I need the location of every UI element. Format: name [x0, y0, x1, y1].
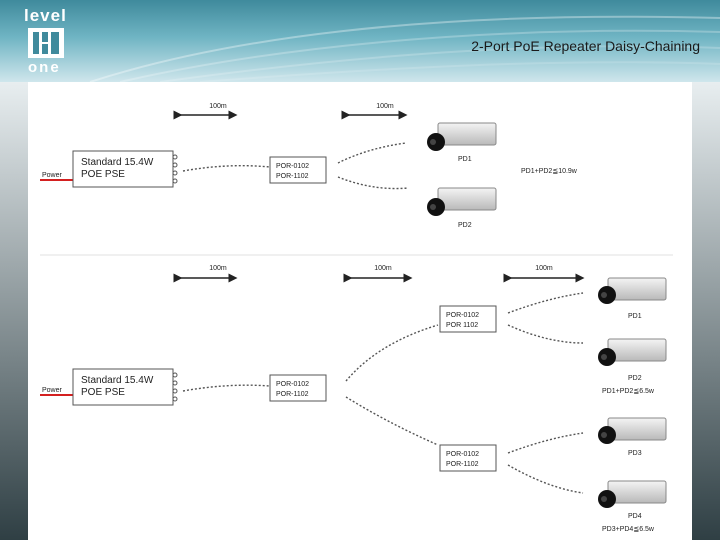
repeater-label-line1: POR-0102: [276, 163, 309, 170]
levelone-logo: [22, 8, 72, 74]
cable: [182, 164, 271, 172]
diagram-canvas: 100m 100m Power Standard 15.4W POE PSE P…: [28, 93, 683, 540]
right-side-band: [692, 82, 720, 540]
repeater-label-line1: POR-0102: [446, 451, 479, 458]
cable: [345, 396, 439, 446]
pse-label-line1: Standard 15.4W: [81, 375, 154, 386]
repeater-box: [269, 374, 327, 402]
cable: [507, 432, 584, 454]
repeater-label-line1: POR-0102: [446, 312, 479, 319]
cable: [507, 292, 584, 314]
poe-pse-box: [72, 150, 174, 188]
ip-camera-icon: [598, 338, 667, 366]
pd-label: PD4: [628, 513, 642, 520]
pd-label: PD3: [628, 450, 642, 457]
distance-label: 100m: [374, 265, 392, 272]
ip-camera-icon: [427, 122, 497, 151]
ip-camera-icon: [598, 277, 667, 304]
pse-label-line1: Standard 15.4W: [81, 157, 154, 168]
diagram-svg: 100m 100m Power Standard 15.4W POE PSE P…: [40, 103, 673, 533]
repeater-box: [269, 156, 327, 184]
diagram-2: 100m 100m 100m Power Standard 15.4W POE …: [40, 265, 667, 533]
cable: [345, 324, 439, 382]
cable: [337, 176, 409, 190]
ip-camera-icon: [598, 480, 667, 508]
pd-label: PD1: [458, 156, 472, 163]
header-waves: [89, 15, 720, 82]
repeater-label-line2: POR-1102: [276, 173, 309, 180]
logo-mark-icon: [28, 28, 64, 58]
repeater-label-line2: POR-1102: [276, 391, 309, 398]
pse-label-line2: POE PSE: [81, 387, 125, 398]
logo-text-one: one: [28, 59, 61, 76]
repeater-box: [439, 444, 497, 472]
poe-pse-box: [72, 368, 174, 406]
power-budget-label: PD1+PD2≦6.5w: [602, 388, 655, 395]
page-title: 2-Port PoE Repeater Daisy-Chaining: [471, 38, 700, 54]
logo-text-level: level: [24, 6, 67, 25]
power-label: Power: [42, 172, 63, 179]
pd-label: PD2: [628, 375, 642, 382]
header-bar: level one 2-Port PoE Repeater Daisy-Chai…: [0, 0, 720, 82]
repeater-label-line1: POR-0102: [276, 381, 309, 388]
power-budget-label: PD3+PD4≦6.5w: [602, 526, 655, 533]
left-side-band: [0, 82, 28, 540]
pd-label: PD1: [628, 313, 642, 320]
ip-camera-icon: [598, 417, 667, 444]
pd-label: PD2: [458, 222, 472, 229]
diagram-1: 100m 100m Power Standard 15.4W POE PSE P…: [40, 103, 578, 229]
power-label: Power: [42, 387, 63, 394]
repeater-label-line2: POR-1102: [446, 461, 479, 468]
cable: [337, 142, 407, 164]
distance-label: 100m: [376, 103, 394, 110]
cable: [507, 324, 584, 344]
distance-label: 100m: [209, 265, 227, 272]
power-budget-label: PD1+PD2≦10.9w: [521, 168, 578, 175]
cable: [507, 464, 584, 494]
ip-camera-icon: [427, 187, 497, 216]
distance-label: 100m: [209, 103, 227, 110]
distance-label: 100m: [535, 265, 553, 272]
cable: [182, 384, 271, 392]
repeater-box: [439, 305, 497, 333]
pse-label-line2: POE PSE: [81, 169, 125, 180]
repeater-label-line2: POR 1102: [446, 322, 478, 329]
